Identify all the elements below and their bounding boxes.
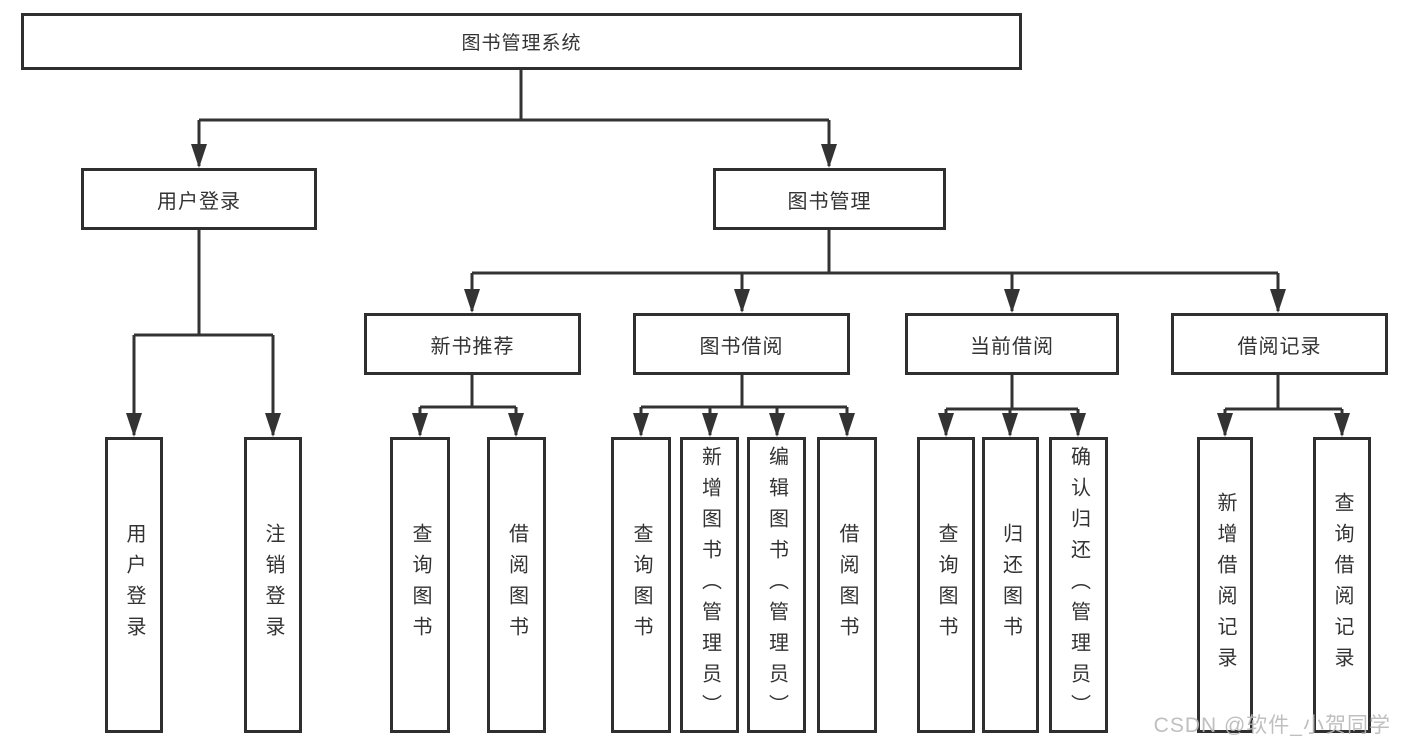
leaf-record-search: 查询借阅记录 (1313, 437, 1371, 733)
leaf-borrow-add-admin: 新增图书（管理员） (680, 437, 739, 733)
node-borrowing-records: 借阅记录 (1171, 313, 1388, 375)
leaf-borrow-search: 查询图书 (611, 437, 671, 733)
node-new-book-recommend: 新书推荐 (364, 313, 581, 375)
leaf-user-login-label: 用户登录 (123, 523, 145, 647)
leaf-newbook-search: 查询图书 (390, 437, 450, 733)
leaf-current-search: 查询图书 (917, 437, 975, 733)
leaf-current-return: 归还图书 (982, 437, 1039, 733)
connector-record-to-leaves (1217, 375, 1350, 437)
leaf-borrow-edit-admin: 编辑图书（管理员） (747, 437, 806, 733)
node-system-root-label: 图书管理系统 (461, 33, 582, 54)
node-book-borrowing: 图书借阅 (633, 313, 850, 375)
connector-bookborrow-to-leaves (633, 375, 855, 437)
node-current-borrowing-label: 当前借阅 (970, 335, 1054, 358)
node-user-login-label: 用户登录 (157, 190, 241, 213)
leaf-borrow-borrow-label: 借阅图书 (836, 523, 858, 647)
connector-currentborrow-to-leaves (938, 375, 1086, 437)
node-user-login: 用户登录 (81, 168, 317, 230)
leaf-newbook-borrow: 借阅图书 (487, 437, 546, 733)
leaf-newbook-borrow-label: 借阅图书 (505, 523, 528, 647)
watermark-text: CSDN @软件_小贺同学 (1153, 714, 1391, 737)
node-system-root: 图书管理系统 (21, 13, 1022, 70)
node-borrowing-records-label: 借阅记录 (1237, 335, 1322, 358)
node-book-management-label: 图书管理 (787, 190, 872, 213)
leaf-record-add: 新增借阅记录 (1197, 437, 1253, 733)
leaf-borrow-edit-admin-label: 编辑图书（管理员） (765, 445, 788, 725)
leaf-current-return-label: 归还图书 (999, 523, 1022, 647)
leaf-borrow-borrow: 借阅图书 (817, 437, 877, 733)
leaf-user-login: 用户登录 (105, 437, 163, 733)
leaf-current-confirm-return-admin-label: 确认归还（管理员） (1067, 445, 1090, 725)
leaf-logout: 注销登录 (244, 437, 302, 733)
leaf-borrow-search-label: 查询图书 (630, 523, 652, 647)
leaf-record-add-label: 新增借阅记录 (1214, 492, 1236, 678)
leaf-current-confirm-return-admin: 确认归还（管理员） (1049, 437, 1108, 733)
connector-root-to-level2 (191, 70, 837, 168)
node-book-borrowing-label: 图书借阅 (699, 335, 784, 358)
leaf-borrow-add-admin-label: 新增图书（管理员） (698, 445, 721, 725)
connector-userlogin-to-leaves (126, 230, 281, 437)
connector-bookmgmt-to-level3 (464, 230, 1286, 313)
leaf-record-search-label: 查询借阅记录 (1331, 492, 1353, 678)
leaf-logout-label: 注销登录 (262, 523, 284, 647)
leaf-current-search-label: 查询图书 (935, 523, 957, 647)
connector-newbook-to-leaves (412, 375, 524, 437)
leaf-newbook-search-label: 查询图书 (409, 523, 431, 647)
node-current-borrowing: 当前借阅 (905, 313, 1119, 375)
node-book-management: 图书管理 (713, 168, 946, 230)
node-new-book-recommend-label: 新书推荐 (430, 335, 515, 358)
